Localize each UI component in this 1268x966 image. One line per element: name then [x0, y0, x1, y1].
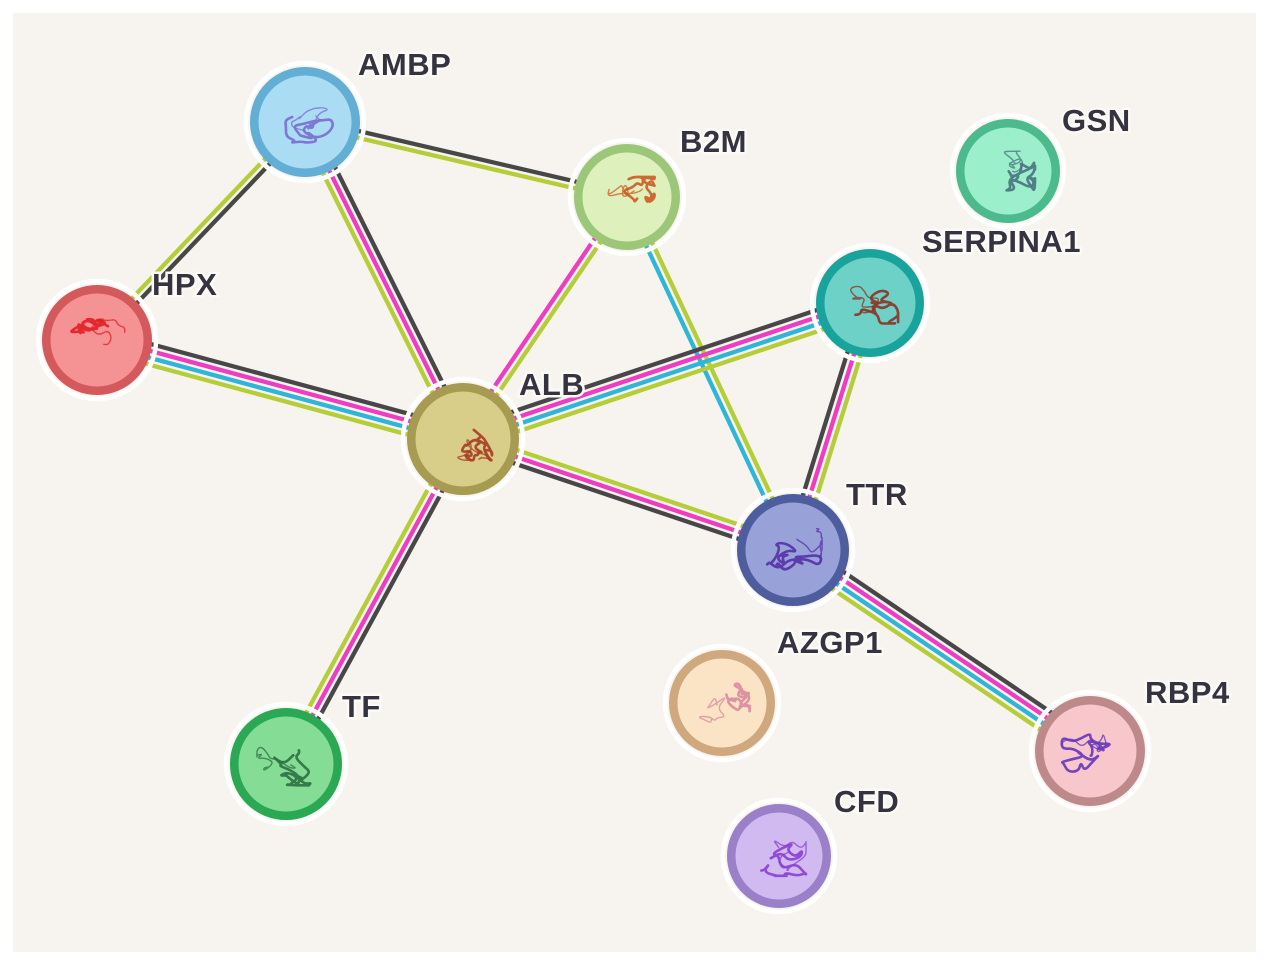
- edge-line-green: [464, 310, 876, 451]
- node-TF[interactable]: [223, 701, 349, 827]
- protein-structure-scribble: [1060, 733, 1111, 773]
- node-CFD[interactable]: [720, 797, 838, 915]
- node-label-B2M: B2M: [680, 124, 747, 159]
- edge-line-black: [97, 328, 468, 432]
- node-label-AMBP: AMBP: [358, 47, 451, 82]
- node-circle: [42, 285, 152, 395]
- node-label-AZGP1: AZGP1: [777, 625, 883, 660]
- node-halo: [1028, 689, 1152, 813]
- node-circle: [230, 708, 342, 820]
- node-circle: [250, 67, 360, 177]
- node-HPX[interactable]: [35, 278, 159, 402]
- node-halo: [243, 60, 367, 184]
- node-ALB[interactable]: [400, 376, 526, 502]
- protein-structure-scribble: [760, 843, 808, 878]
- node-B2M[interactable]: [567, 137, 687, 257]
- edge-B2M-TTR[interactable]: [621, 193, 799, 554]
- node-label-SERPINA1: SERPINA1: [922, 224, 1081, 259]
- edge-line-black: [457, 291, 869, 432]
- node-circle: [574, 144, 680, 250]
- node-AMBP[interactable]: [243, 60, 367, 184]
- protein-structure-scribble: [854, 289, 900, 325]
- node-GSN[interactable]: [949, 112, 1067, 230]
- protein-structure-scribble: [698, 697, 726, 723]
- protein-structure-scribble: [765, 541, 823, 571]
- node-TTR[interactable]: [730, 487, 856, 613]
- node-label-HPX: HPX: [152, 267, 217, 302]
- protein-structure-scribble: [796, 528, 823, 559]
- protein-structure-scribble: [284, 115, 334, 144]
- edge-HPX-ALB[interactable]: [92, 328, 468, 451]
- edge-ALB-SERPINA1[interactable]: [457, 291, 876, 451]
- edge-line-green: [627, 193, 799, 551]
- protein-structure-scribble: [457, 439, 491, 462]
- node-halo: [400, 376, 526, 502]
- node-halo: [35, 278, 159, 402]
- node-label-ALB: ALB: [519, 367, 584, 402]
- protein-structure-scribble: [773, 840, 807, 872]
- protein-structure-scribble: [290, 107, 328, 132]
- node-circle: [1035, 696, 1145, 806]
- edge-line-cyan: [621, 196, 793, 554]
- node-label-TTR: TTR: [846, 477, 908, 512]
- protein-structure-scribble: [725, 682, 751, 713]
- node-halo: [949, 112, 1067, 230]
- node-circle: [816, 249, 924, 357]
- node-circle: [407, 383, 519, 495]
- edge-line-cyan: [93, 341, 465, 445]
- node-label-TF: TF: [342, 689, 381, 724]
- node-RBP4[interactable]: [1028, 689, 1152, 813]
- node-halo: [223, 701, 349, 827]
- edge-line-magenta: [459, 297, 872, 438]
- protein-structure-scribble: [623, 175, 656, 203]
- node-halo: [662, 643, 782, 763]
- node-AZGP1[interactable]: [662, 643, 782, 763]
- node-label-RBP4: RBP4: [1145, 675, 1230, 710]
- edge-line-magenta: [95, 334, 467, 438]
- protein-structure-scribble: [607, 184, 643, 197]
- node-halo: [567, 137, 687, 257]
- protein-structure-scribble: [256, 746, 296, 771]
- node-halo: [809, 242, 931, 364]
- protein-structure-scribble: [273, 749, 312, 787]
- node-label-CFD: CFD: [834, 784, 899, 819]
- node-SERPINA1[interactable]: [809, 242, 931, 364]
- protein-structure-scribble: [1005, 161, 1037, 192]
- node-halo: [720, 797, 838, 915]
- node-layer: [35, 60, 1152, 915]
- node-label-GSN: GSN: [1062, 103, 1131, 138]
- protein-structure-scribble: [1003, 150, 1024, 173]
- protein-structure-scribble: [1060, 734, 1107, 753]
- edge-line-green: [92, 347, 463, 451]
- node-halo: [730, 487, 856, 613]
- protein-structure-scribble: [850, 285, 879, 314]
- protein-structure-scribble: [91, 318, 126, 346]
- edge-line-cyan: [461, 304, 874, 445]
